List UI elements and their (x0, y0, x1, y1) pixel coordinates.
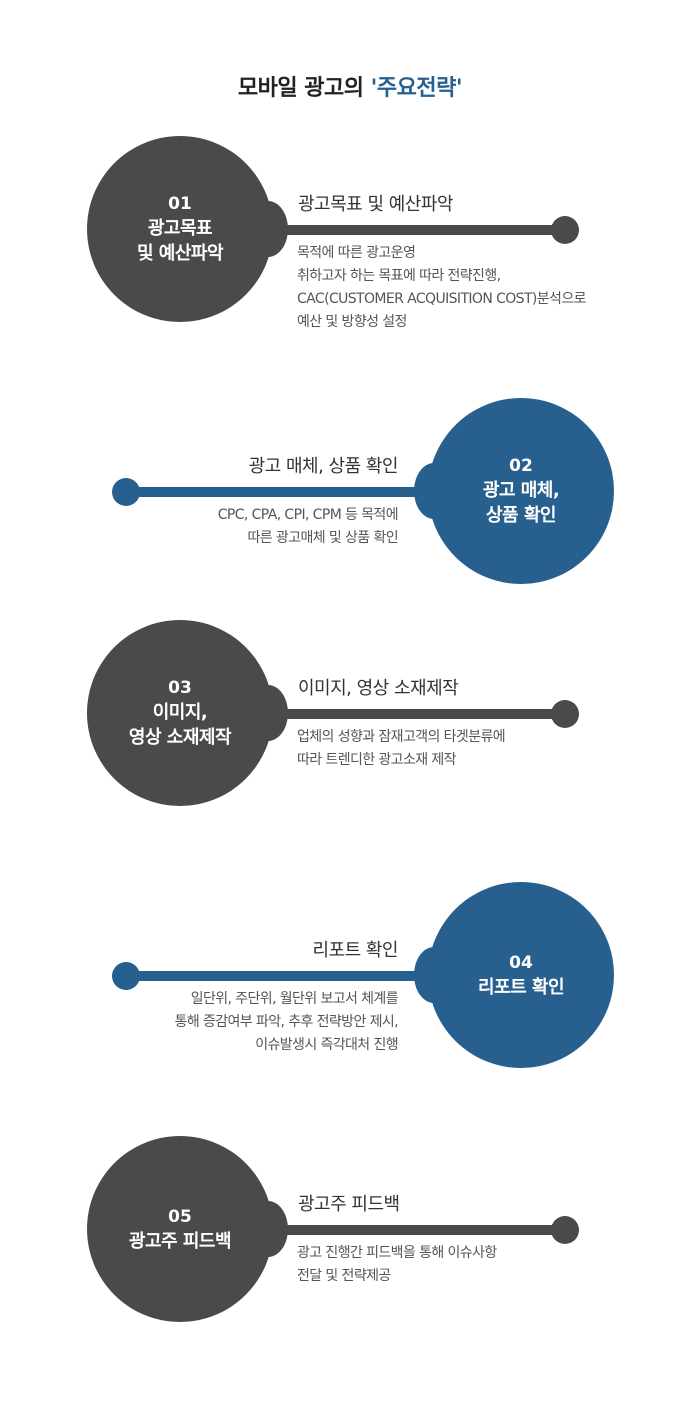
connector-line (270, 1225, 570, 1235)
step-description: CPC, CPA, CPI, CPM 등 목적에 따른 광고매체 및 상품 확인 (217, 507, 399, 546)
step-number: 01 (168, 194, 192, 214)
step-number: 04 (509, 952, 533, 973)
step-heading: 광고목표 및 예산파악 (298, 194, 453, 215)
connector-line (270, 225, 570, 235)
step-heading: 이미지, 영상 소재제작 (298, 678, 459, 699)
step-heading: 광고주 피드백 (298, 1194, 400, 1215)
step-description: 업체의 성향과 잠재고객의 타겟분류에 따라 트렌디한 광고소재 제작 (297, 729, 506, 768)
step-heading: 광고 매체, 상품 확인 (248, 456, 399, 477)
connector-end-dot (551, 216, 579, 244)
connector-line (128, 971, 428, 981)
connector-line (270, 709, 570, 719)
step-circle: 03 이미지, 영상 소재제작 (87, 620, 273, 806)
strategy-step-02: 02 광고 매체, 상품 확인 광고 매체, 상품 확인 CPC, CPA, C… (0, 398, 700, 598)
step-circle-label: 리포트 확인 (477, 976, 565, 998)
step-circle: 01 광고목표 및 예산파악 (87, 136, 273, 322)
step-circle: 02 광고 매체, 상품 확인 (428, 398, 614, 584)
step-circle: 05 광고주 피드백 (87, 1136, 273, 1322)
connector-end-dot (551, 700, 579, 728)
step-number: 02 (509, 456, 533, 476)
step-circle-label: 광고목표 및 예산파악 (136, 218, 224, 264)
step-number: 03 (168, 678, 192, 698)
title-accent: '주요전략' (370, 76, 463, 101)
step-description: 일단위, 주단위, 월단위 보고서 체계를 통해 증감여부 파악, 추후 전략방… (174, 991, 399, 1053)
page-title: 모바일 광고의 '주요전략' (0, 70, 700, 102)
strategy-step-05: 05 광고주 피드백 광고주 피드백 광고 진행간 피드백을 통해 이슈사항 전… (0, 1136, 700, 1336)
strategy-step-04: 04 리포트 확인 리포트 확인 일단위, 주단위, 월단위 보고서 체계를 통… (0, 882, 700, 1082)
step-number: 05 (168, 1206, 192, 1227)
step-circle-label: 광고 매체, 상품 확인 (482, 480, 560, 526)
strategy-step-03: 03 이미지, 영상 소재제작 이미지, 영상 소재제작 업체의 성향과 잠재고… (0, 620, 700, 820)
step-description: 광고 진행간 피드백을 통해 이슈사항 전달 및 전략제공 (297, 1245, 497, 1284)
step-heading: 리포트 확인 (312, 940, 398, 961)
step-circle: 04 리포트 확인 (428, 882, 614, 1068)
step-description: 목적에 따른 광고운영 취하고자 하는 목표에 따라 전략진행, CAC(CUS… (297, 245, 586, 330)
connector-end-dot (112, 962, 140, 990)
connector-line (128, 487, 428, 497)
connector-end-dot (551, 1216, 579, 1244)
step-circle-label: 광고주 피드백 (128, 1230, 232, 1252)
strategy-step-01: 01 광고목표 및 예산파악 광고목표 및 예산파악 목적에 따른 광고운영 취… (0, 136, 700, 336)
title-prefix: 모바일 광고의 (237, 76, 371, 101)
step-circle-label: 이미지, 영상 소재제작 (128, 702, 232, 748)
connector-end-dot (112, 478, 140, 506)
